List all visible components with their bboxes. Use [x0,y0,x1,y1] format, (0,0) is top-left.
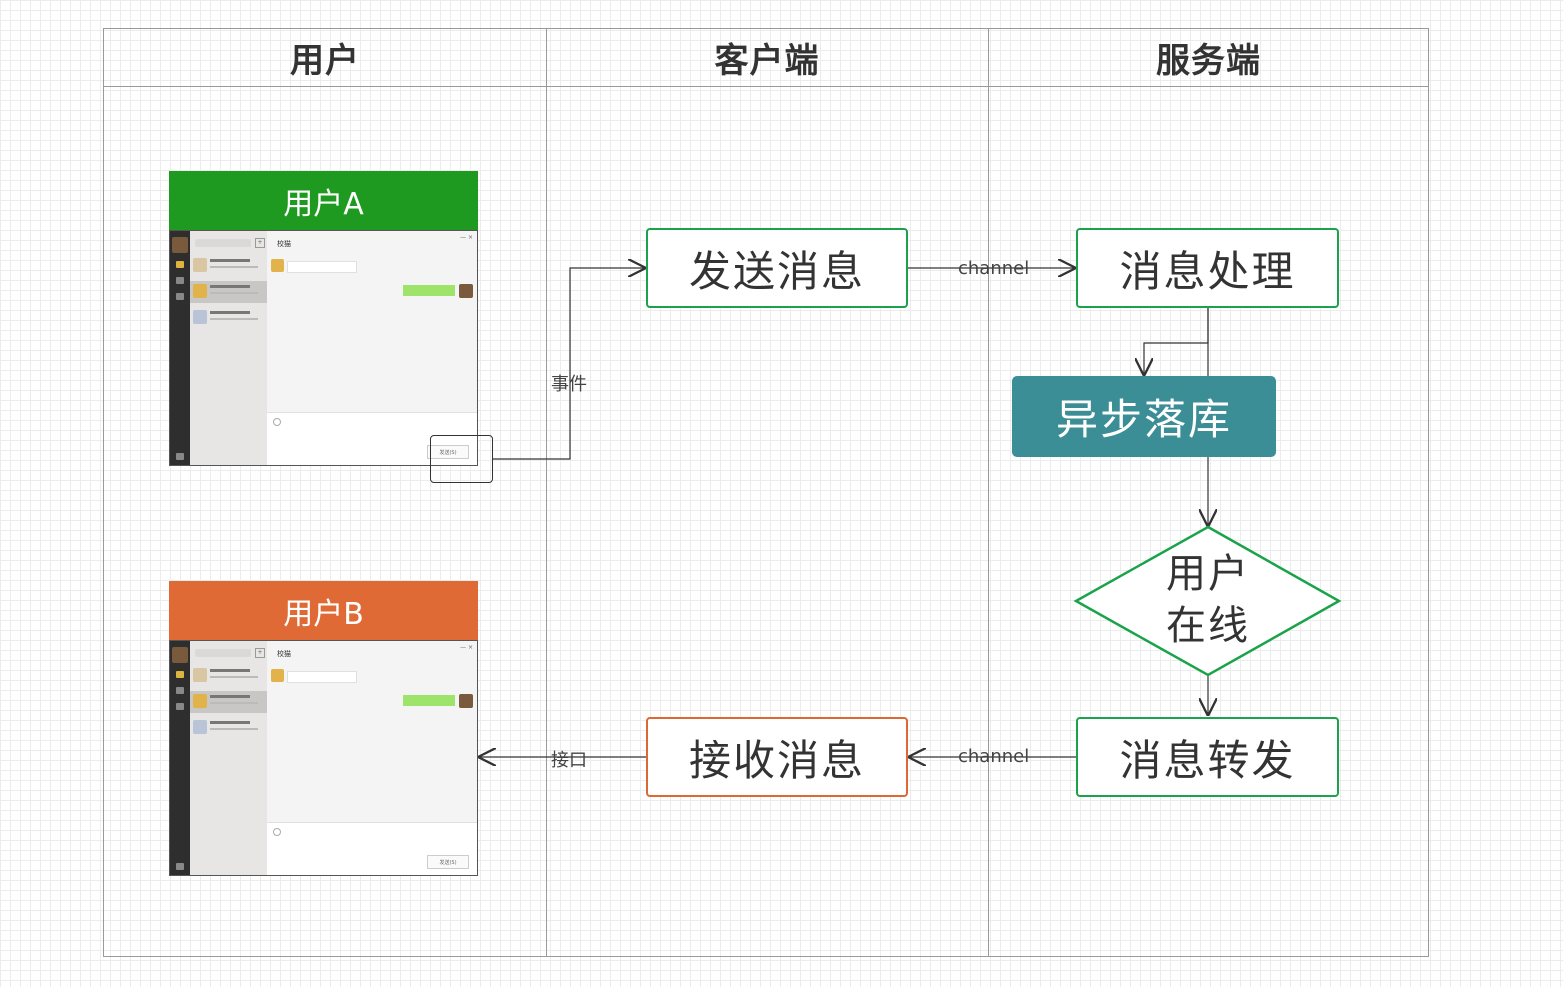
message-forward-node: 消息转发 [1076,717,1339,797]
lane-header-user: 用户 [104,29,546,87]
lane-header-client: 客户端 [546,29,988,87]
swimlane-frame: 用户 客户端 服务端 [103,28,1429,957]
send-message-node: 发送消息 [646,228,908,308]
chat-window-a: + 校猫— × 发送(S) [169,230,478,466]
edge-to-store [1144,308,1209,376]
online-decision-diamond [1073,525,1342,677]
lane-divider [546,29,547,956]
chat-window-b: + 校猫— × 发送(S) [169,640,478,876]
edge-event [493,268,646,460]
message-process-node: 消息处理 [1076,228,1339,308]
online-decision-label: 用户 在线 [1128,548,1288,652]
lane-divider [988,29,989,956]
user-a-header: 用户A [169,171,478,230]
user-b-header: 用户B [169,581,478,640]
send-button-b[interactable]: 发送(S) [427,855,469,869]
edge-label-receive: 接口 [551,750,587,771]
edge-label-channel-bottom: channel [958,746,1030,767]
online-line-1: 用户 [1166,551,1250,597]
async-store-node: 异步落库 [1012,376,1276,457]
edge-label-event: 事件 [551,374,587,395]
lane-header-server: 服务端 [988,29,1429,87]
send-button-highlight [430,435,493,483]
online-line-2: 在线 [1166,603,1250,649]
receive-message-node: 接收消息 [646,717,908,797]
edge-label-channel-top: channel [958,258,1030,279]
send-button-a[interactable]: 发送(S) [427,445,469,459]
